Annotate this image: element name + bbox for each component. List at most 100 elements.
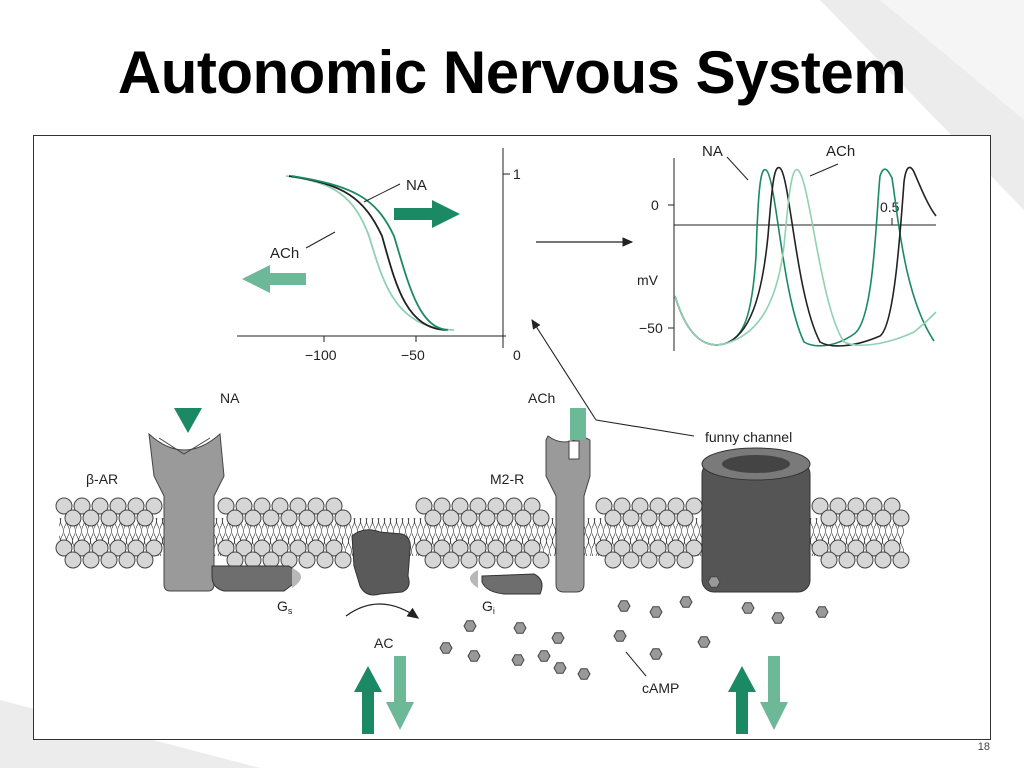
ap-na-label: NA (702, 143, 723, 160)
activation-curve-na (291, 175, 449, 331)
lipid-head (838, 551, 856, 569)
lipid-head (73, 497, 91, 515)
lipid-head (442, 509, 460, 527)
gi-subunit (470, 570, 478, 588)
camp-molecule (815, 606, 829, 618)
lipid-head (604, 509, 622, 527)
lipid-head (280, 509, 298, 527)
camp-down-arrow (760, 656, 788, 730)
activation-plot: 1 −100 −50 0 NA ACh (237, 148, 521, 363)
lipid-head (838, 509, 856, 527)
gs-protein (211, 565, 298, 592)
camp-molecule (649, 606, 663, 618)
lipid-head (235, 539, 253, 557)
lipid-head (667, 497, 685, 515)
lipid-head (514, 551, 532, 569)
lipid-head (604, 551, 622, 569)
lipid-head (613, 497, 631, 515)
lipid-heads (55, 497, 910, 569)
lipid-head (217, 539, 235, 557)
gi-label: Gi (482, 598, 495, 616)
lipid-head (676, 509, 694, 527)
action-potential-plot: 0 −50 mV 0.5 NA ACh (637, 143, 937, 351)
ap-ach-label: ACh (826, 143, 855, 160)
lipid-head (460, 509, 478, 527)
lipid-head (811, 539, 829, 557)
lipid-head (91, 497, 109, 515)
na-pointer-line (363, 183, 401, 203)
lipid-head (289, 497, 307, 515)
lipid-head (532, 551, 550, 569)
lipid-head (820, 509, 838, 527)
lipid-head (73, 539, 91, 557)
camp-molecule (613, 630, 627, 642)
activation-x-tick-label: −100 (305, 347, 337, 363)
lipid-head (145, 497, 163, 515)
camp-molecule (439, 642, 453, 654)
camp-molecule (551, 632, 565, 644)
ap-trace-control (674, 166, 937, 347)
lipid-head (271, 497, 289, 515)
activation-curve-control (288, 175, 447, 331)
lipid-head (883, 539, 901, 557)
lipid-head (118, 509, 136, 527)
lipid-head (253, 539, 271, 557)
ap-y-tick-minus50: −50 (639, 320, 663, 336)
lipid-head (460, 551, 478, 569)
lipid-head (424, 551, 442, 569)
lipid-head (532, 509, 550, 527)
figure-frame: 1 −100 −50 0 NA ACh 0 −50 mV 0.5 NA ACh (33, 135, 991, 740)
lipid-head (595, 539, 613, 557)
lipid-head (847, 539, 865, 557)
ach-ligand (570, 408, 586, 440)
camp-molecule (511, 654, 525, 666)
lipid-head (289, 539, 307, 557)
funny-channel-pore (722, 455, 790, 473)
lipid-head (487, 497, 505, 515)
camp-molecule (537, 650, 551, 662)
lipid-head (244, 509, 262, 527)
shift-left-arrow (242, 265, 306, 293)
beta-ar-label: β-AR (86, 471, 118, 487)
figure-svg: 1 −100 −50 0 NA ACh 0 −50 mV 0.5 NA ACh (55, 143, 937, 734)
lipid-head (307, 539, 325, 557)
lipid-head (325, 497, 343, 515)
lipid-head (118, 551, 136, 569)
lipid-head (883, 497, 901, 515)
camp-molecule (617, 600, 631, 612)
camp-molecule (553, 662, 567, 674)
lipid-head (505, 539, 523, 557)
lipid-head (469, 539, 487, 557)
lipid-head (847, 497, 865, 515)
lipid-head (622, 509, 640, 527)
gi-protein (481, 573, 543, 595)
lipid-head (217, 497, 235, 515)
lipid-head (658, 551, 676, 569)
lipid-head (226, 509, 244, 527)
ap-y-tick-zero: 0 (651, 197, 659, 213)
lipid-head (262, 509, 280, 527)
lipid-head (649, 497, 667, 515)
ach-ligand-label: ACh (528, 390, 555, 406)
lipid-head (109, 539, 127, 557)
lipid-head (271, 539, 289, 557)
lipid-head (811, 497, 829, 515)
lipid-head (820, 551, 838, 569)
na-ligand-label: NA (220, 390, 240, 406)
camp-molecule (577, 668, 591, 680)
lipid-head (307, 497, 325, 515)
lipid-head (298, 509, 316, 527)
camp-molecules (439, 576, 829, 680)
lipid-head (451, 539, 469, 557)
lipid-head (523, 539, 541, 557)
lipid-head (136, 509, 154, 527)
lipid-head (415, 497, 433, 515)
lipid-head (64, 509, 82, 527)
activation-ach-label: ACh (270, 245, 299, 262)
camp-molecule (467, 650, 481, 662)
lipid-head (595, 497, 613, 515)
lipid-head (631, 497, 649, 515)
lipid-head (433, 539, 451, 557)
lipid-head (856, 509, 874, 527)
m2r-label: M2-R (490, 471, 524, 487)
